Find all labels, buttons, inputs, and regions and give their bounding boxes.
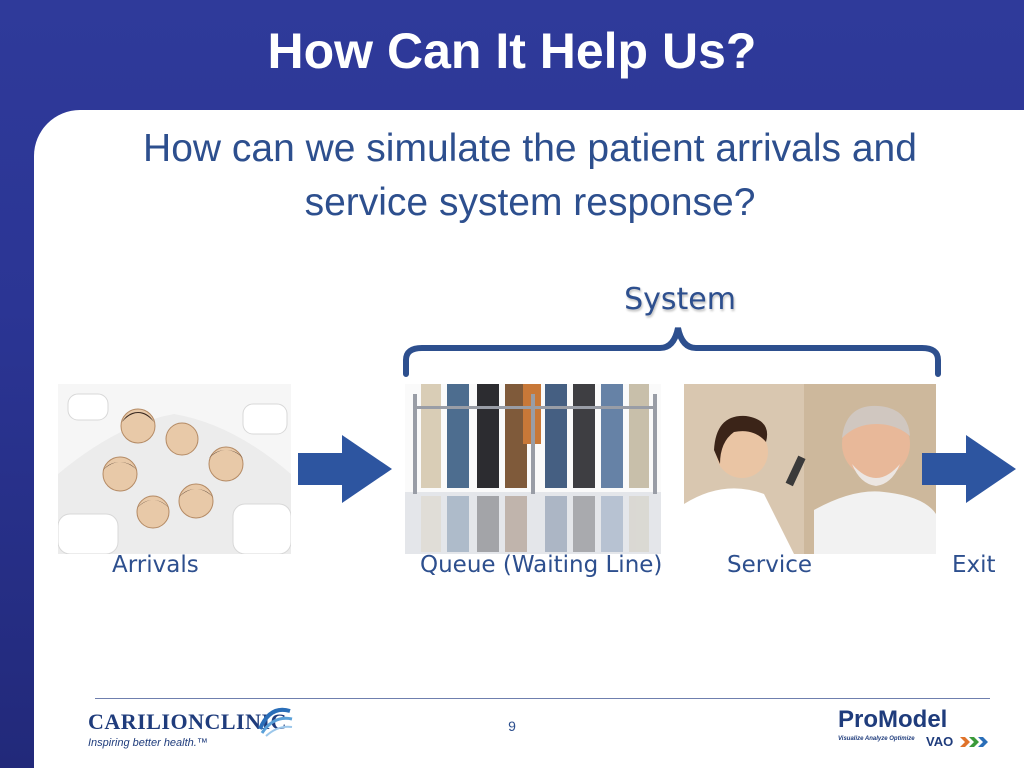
promodel-logo-text: ProModel bbox=[838, 706, 948, 733]
carilion-logo-text: CARILIONCLINIC bbox=[88, 709, 287, 734]
arrivals-label: Arrivals bbox=[112, 552, 199, 578]
slide-title: How Can It Help Us? bbox=[267, 23, 757, 79]
arrivals-photo bbox=[58, 384, 291, 554]
service-photo bbox=[684, 384, 936, 554]
carilion-logo-icon bbox=[258, 707, 293, 737]
flow-arrow-icon bbox=[298, 435, 392, 503]
exit-label: Exit bbox=[952, 552, 996, 578]
flow-arrow-icon bbox=[922, 435, 1016, 503]
slide-subtitle: How can we simulate the patient arrivals… bbox=[40, 122, 1020, 230]
footer-divider bbox=[95, 698, 990, 699]
carilion-tagline: Inspiring better health.™ bbox=[88, 737, 208, 749]
service-label: Service bbox=[727, 552, 813, 578]
queue-label: Queue (Waiting Line) bbox=[420, 552, 663, 578]
promodel-logo: ProModel Visualize Analyze Optimize VAO bbox=[836, 706, 996, 762]
page-number: 9 bbox=[508, 718, 516, 734]
promodel-chevrons-icon bbox=[960, 737, 988, 747]
system-brace-icon bbox=[403, 327, 941, 377]
subtitle-line-2: service system response? bbox=[304, 181, 756, 224]
system-label: System bbox=[624, 282, 736, 317]
carilion-clinic-logo: CARILIONCLINIC Inspiring better health.™ bbox=[86, 703, 306, 763]
promodel-vao: VAO bbox=[926, 734, 954, 749]
promodel-tagline: Visualize Analyze Optimize bbox=[838, 736, 915, 742]
queue-photo bbox=[405, 384, 661, 554]
subtitle-line-1: How can we simulate the patient arrivals… bbox=[143, 127, 917, 170]
